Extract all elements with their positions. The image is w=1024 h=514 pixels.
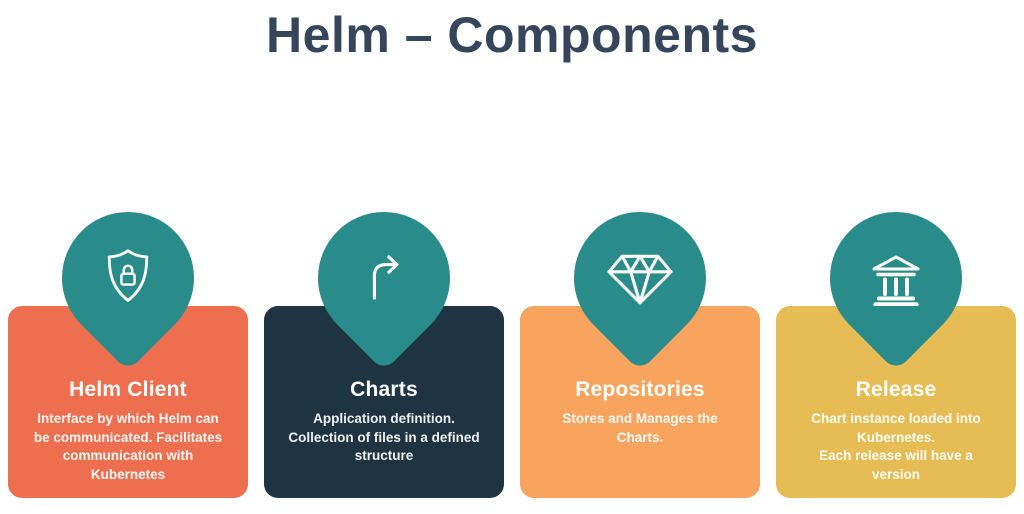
curved-arrow-icon: [361, 253, 407, 303]
card-release: Release Chart instance loaded into Kuber…: [776, 0, 1016, 514]
card-description: Interface by which Helm can be communica…: [33, 411, 223, 482]
card-title: Charts: [350, 378, 418, 401]
card-description: Stores and Manages the Charts.: [562, 411, 718, 445]
card-description: Chart instance loaded into Kubernetes. E…: [811, 411, 981, 482]
bank-icon: [868, 250, 924, 306]
card-title: Helm Client: [69, 378, 187, 401]
card-description: Application definition. Collection of fi…: [288, 411, 480, 464]
page-title: Helm – Components: [266, 7, 758, 63]
card-content: Helm Client Interface by which Helm can …: [16, 378, 240, 485]
card-content: Release Chart instance loaded into Kuber…: [784, 378, 1008, 485]
card-content: Repositories Stores and Manages the Char…: [528, 378, 752, 447]
card-helm-client: Helm Client Interface by which Helm can …: [8, 0, 248, 514]
card-charts: Charts Application definition. Collectio…: [264, 0, 504, 514]
card-title: Repositories: [575, 378, 705, 401]
card-repositories: Repositories Stores and Manages the Char…: [520, 0, 760, 514]
diamond-icon: [601, 247, 679, 309]
card-title: Release: [855, 378, 937, 401]
card-content: Charts Application definition. Collectio…: [272, 378, 496, 466]
shield-lock-icon: [99, 247, 157, 309]
